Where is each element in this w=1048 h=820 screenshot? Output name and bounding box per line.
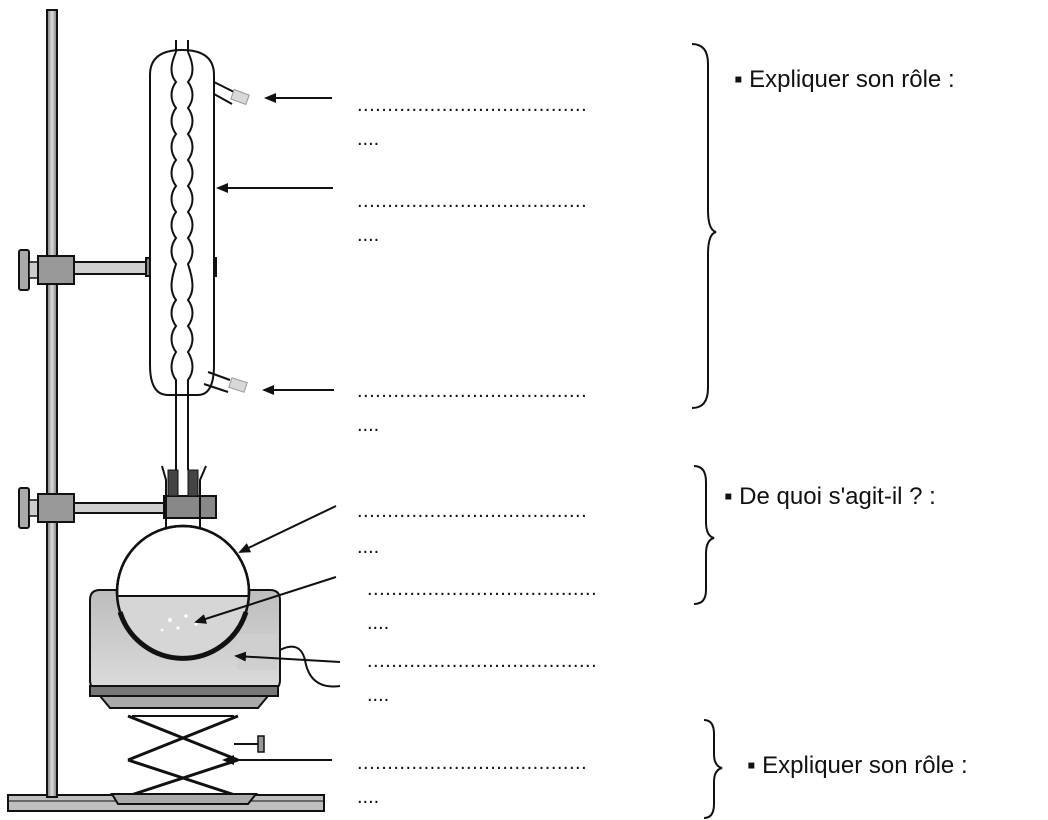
answer-blank-2-line2[interactable]: .... (357, 224, 380, 246)
answer-blank-6-line1[interactable]: ...................................... (367, 650, 598, 672)
answer-blank-5-line2[interactable]: .... (367, 612, 390, 634)
answer-blank-2-line1[interactable]: ...................................... (357, 190, 588, 212)
brace-flask (693, 465, 715, 605)
answer-blank-7-line1[interactable]: ...................................... (357, 752, 588, 774)
brace-lab-jack (703, 719, 723, 819)
answer-blank-4-line1[interactable]: ...................................... (357, 500, 588, 522)
pointer-arrows (194, 93, 341, 765)
condenser (149, 40, 250, 470)
round-bottom-flask (115, 524, 251, 661)
answer-blank-4-line2[interactable]: .... (357, 536, 380, 558)
arrow-flask (238, 505, 337, 553)
stopper (167, 469, 179, 497)
flask-neck (161, 465, 207, 540)
answer-blank-3-line2[interactable]: .... (357, 414, 380, 436)
answer-blank-7-line2[interactable]: .... (357, 786, 380, 808)
lower-clamp (18, 487, 217, 529)
answer-blank-1-line1[interactable]: ...................................... (357, 94, 588, 116)
arrow-heater (234, 651, 341, 663)
brace-condenser (691, 43, 717, 409)
braces (691, 43, 723, 819)
arrow-liquid (194, 576, 337, 624)
answer-blank-5-line1[interactable]: ...................................... (367, 578, 598, 600)
question-condenser-role: ▪ Expliquer son rôle : (734, 66, 955, 93)
lab-jack (89, 685, 279, 805)
question-flask-identity: ▪ De quoi s'agit-il ? : (724, 483, 936, 510)
answer-blank-1-line2[interactable]: .... (357, 128, 380, 150)
answer-blank-6-line2[interactable]: .... (367, 684, 390, 706)
stand-rod (46, 9, 58, 798)
question-lab-jack-role: ▪ Expliquer son rôle : (747, 752, 968, 779)
answer-blank-3-line1[interactable]: ...................................... (357, 380, 588, 402)
